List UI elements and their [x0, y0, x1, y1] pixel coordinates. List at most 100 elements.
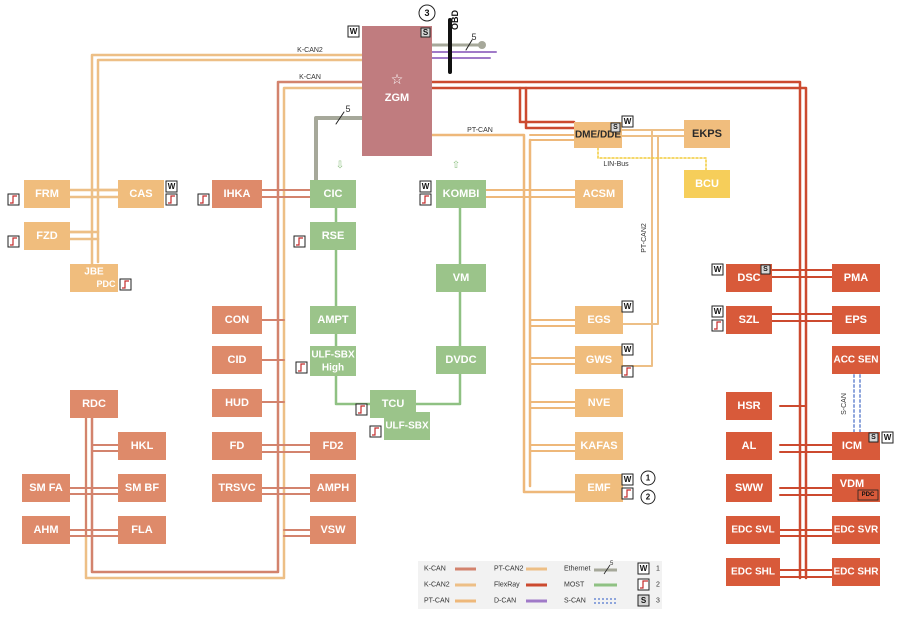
svg-text:VSW: VSW	[320, 524, 346, 536]
svg-text:AHM: AHM	[33, 524, 58, 536]
svg-text:FRM: FRM	[35, 188, 59, 200]
node-edc-svl[interactable]: EDC SVL	[726, 516, 780, 544]
svg-text:W: W	[714, 307, 722, 316]
node-smbf[interactable]: SM BF	[118, 474, 166, 502]
node-fzd[interactable]: FZD	[24, 222, 70, 250]
node-vsw[interactable]: VSW	[310, 516, 356, 544]
zgm-label: ZGM	[385, 92, 409, 104]
svg-text:S: S	[613, 124, 618, 131]
linbus-line	[597, 147, 707, 171]
node-con[interactable]: CON	[212, 306, 262, 334]
node-trsvc[interactable]: TRSVC	[212, 474, 262, 502]
node-cas[interactable]: CAS	[118, 180, 164, 208]
legend-row-1: K-CAN PT-CAN2 Ethernet 5 W 1	[424, 561, 660, 575]
svg-text:CIC: CIC	[324, 188, 343, 200]
node-amph[interactable]: AMPH	[310, 474, 356, 502]
node-fd2[interactable]: FD2	[310, 432, 356, 460]
node-ahm[interactable]: AHM	[22, 516, 70, 544]
node-ulf-sbx[interactable]: ULF-SBX	[384, 412, 430, 440]
svg-text:PDC: PDC	[862, 492, 875, 498]
svg-text:GWS: GWS	[586, 354, 612, 366]
svg-text:W: W	[640, 564, 648, 573]
node-hud[interactable]: HUD	[212, 389, 262, 417]
node-ekps[interactable]: EKPS	[684, 120, 730, 148]
node-egs[interactable]: EGS	[575, 306, 623, 334]
node-fla[interactable]: FLA	[118, 516, 166, 544]
node-hsr[interactable]: HSR	[726, 392, 772, 420]
node-edc-shr[interactable]: EDC SHR	[832, 558, 880, 586]
node-szl[interactable]: SZL	[726, 306, 772, 334]
node-vm[interactable]: VM	[436, 264, 486, 292]
node-smfa[interactable]: SM FA	[22, 474, 70, 502]
zgm-w-mark: W	[350, 27, 358, 36]
wake-up-icon	[355, 403, 368, 416]
flexray-branches	[759, 269, 833, 578]
callout-1: 1	[640, 470, 656, 486]
obd-label: OBD	[450, 10, 460, 31]
svg-text:3: 3	[424, 8, 429, 18]
node-dvdc[interactable]: DVDC	[436, 346, 486, 374]
svg-text:2: 2	[646, 493, 651, 502]
svg-text:SM FA: SM FA	[29, 482, 63, 494]
node-pma[interactable]: PMA	[832, 264, 880, 292]
svg-text:IHKA: IHKA	[224, 188, 251, 200]
node-sww[interactable]: SWW	[726, 474, 772, 502]
svg-text:D-CAN: D-CAN	[494, 598, 516, 605]
svg-text:W: W	[624, 302, 632, 311]
svg-text:JBE: JBE	[84, 267, 104, 278]
w-mark: W	[621, 473, 634, 486]
svg-text:AMPH: AMPH	[317, 482, 349, 494]
node-frm[interactable]: FRM	[24, 180, 70, 208]
svg-text:FZD: FZD	[36, 230, 57, 242]
node-gws[interactable]: GWS	[575, 346, 623, 374]
ptcan-branches	[485, 189, 576, 452]
node-cid[interactable]: CID	[212, 346, 262, 374]
s-mark: S	[610, 122, 621, 133]
svg-text:FlexRay: FlexRay	[494, 582, 520, 589]
svg-text:S: S	[763, 266, 768, 273]
svg-text:EDC SVR: EDC SVR	[834, 525, 879, 536]
ptcan2-line	[621, 129, 685, 367]
node-fd[interactable]: FD	[212, 432, 262, 460]
w-mark: W	[621, 300, 634, 313]
w-mark: W	[711, 305, 724, 318]
node-edc-shl[interactable]: EDC SHL	[726, 558, 780, 586]
svg-text:ULF-SBX: ULF-SBX	[385, 421, 429, 432]
node-eps[interactable]: EPS	[832, 306, 880, 334]
svg-text:HSR: HSR	[737, 400, 760, 412]
obd-eth-slash	[465, 39, 473, 51]
svg-text:RDC: RDC	[82, 398, 106, 410]
jbe-pdc: PDC	[96, 279, 116, 289]
scan-line	[853, 374, 861, 433]
svg-text:TRSVC: TRSVC	[218, 482, 255, 494]
svg-text:W: W	[624, 117, 632, 126]
node-kafas[interactable]: KAFAS	[575, 432, 623, 460]
svg-text:SZL: SZL	[739, 314, 760, 326]
legend: K-CAN PT-CAN2 Ethernet 5 W 1 K-CAN2 Flex…	[418, 561, 662, 609]
node-edc-svr[interactable]: EDC SVR	[832, 516, 880, 544]
svg-text:EPS: EPS	[845, 314, 867, 326]
node-cic[interactable]: CIC	[310, 180, 356, 208]
node-al[interactable]: AL	[726, 432, 772, 460]
node-rse[interactable]: RSE	[310, 222, 356, 250]
svg-text:DSC: DSC	[737, 272, 760, 284]
node-ampt[interactable]: AMPT	[310, 306, 356, 334]
node-acc-sen[interactable]: ACC SEN	[832, 346, 880, 374]
zgm-node[interactable]: ☆ ZGM W S	[347, 25, 432, 156]
node-dsc[interactable]: DSC	[726, 264, 772, 292]
wake-up-icon	[621, 487, 634, 500]
node-rdc[interactable]: RDC	[70, 390, 118, 418]
node-nve[interactable]: NVE	[575, 389, 623, 417]
svg-text:FD2: FD2	[323, 440, 344, 452]
node-emf[interactable]: EMF	[575, 474, 623, 502]
svg-text:EGS: EGS	[587, 314, 610, 326]
node-ihka[interactable]: IHKA	[212, 180, 262, 208]
node-hkl[interactable]: HKL	[118, 432, 166, 460]
flexray-dme	[518, 86, 576, 130]
node-kombi[interactable]: KOMBI	[436, 180, 486, 208]
node-acsm[interactable]: ACSM	[575, 180, 623, 208]
node-bcu[interactable]: BCU	[684, 170, 730, 198]
svg-text:K-CAN: K-CAN	[424, 566, 446, 573]
